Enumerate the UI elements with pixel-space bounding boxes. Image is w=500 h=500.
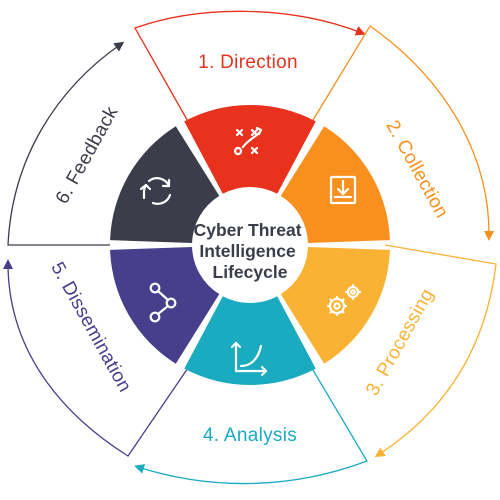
label-analysis: 4. Analysis: [203, 425, 297, 446]
center-title-line-3: Lifecycle: [213, 262, 288, 282]
outline-arrow-analysis: [134, 364, 368, 485]
outline-arrow-collection: [309, 25, 495, 241]
segment-direction: [184, 105, 316, 194]
center-title-line-2: Intelligence: [199, 241, 296, 261]
strategy-play-icon: [233, 126, 263, 156]
outline-arrow-feedback: [7, 41, 125, 246]
segment-collection: [280, 126, 390, 243]
share-nodes-icon: [149, 282, 177, 323]
center-title-line-1: Cyber Threat: [194, 220, 302, 240]
label-direction: 1. Direction: [198, 52, 298, 73]
growth-chart-icon: [230, 341, 268, 377]
segment-feedback: [110, 126, 220, 243]
label-collection: 2. Collection: [381, 117, 452, 222]
segment-dissemination: [110, 247, 220, 364]
cycle-arrows-icon: [139, 177, 172, 205]
segment-analysis: [184, 296, 316, 385]
download-tray-icon: [329, 175, 357, 205]
gears-icon: [326, 283, 362, 317]
outline-arrow-dissemination: [3, 259, 191, 457]
svg-text:Cyber Threat Intelligence: Cyber Threat Intelligence Lifecycle: [194, 220, 307, 282]
label-feedback: 6. Feedback: [52, 103, 123, 208]
outline-arrow-direction: [134, 10, 366, 126]
outline-arrow-processing: [374, 244, 497, 458]
